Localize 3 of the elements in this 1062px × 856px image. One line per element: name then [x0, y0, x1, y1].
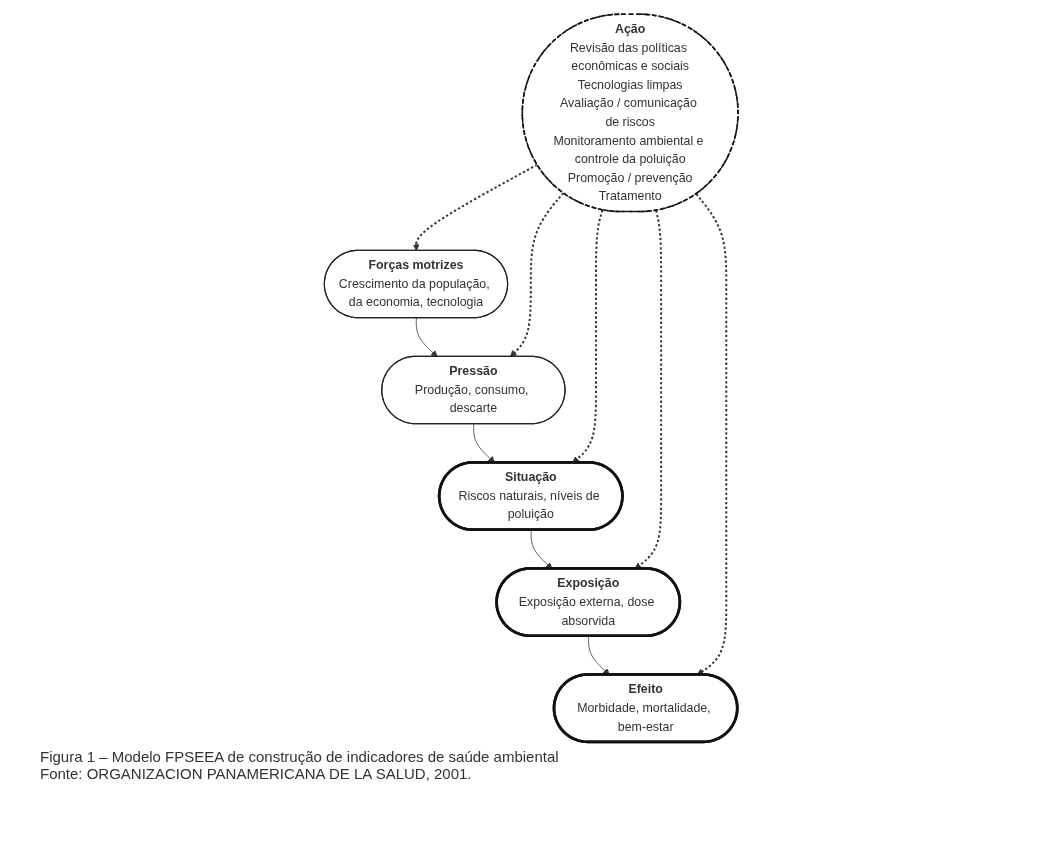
source-note: Fonte: ORGANIZACION PANAMERICANA DE LA SALUD, 2001.: [40, 765, 473, 782]
arrow: [509, 192, 565, 357]
figure-caption: Figura 1 – Modelo FPSEEA de construção de indicadores de saúde ambiental: [40, 748, 560, 765]
